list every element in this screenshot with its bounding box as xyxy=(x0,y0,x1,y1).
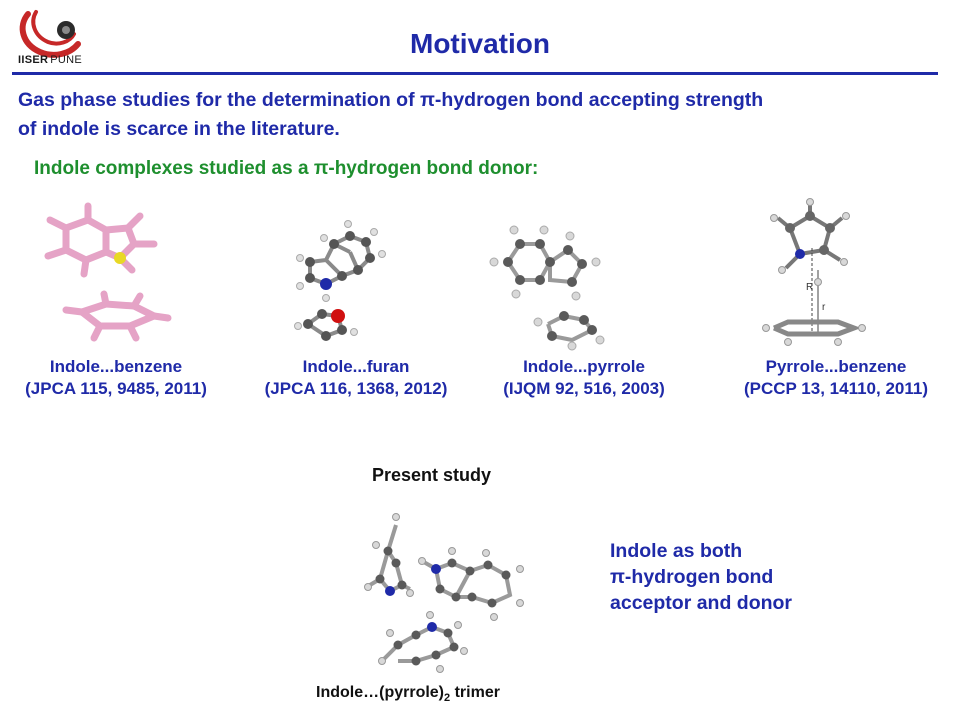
subheading: Indole complexes studied as a π-hydrogen… xyxy=(34,158,539,179)
iiser-logo xyxy=(19,10,81,58)
caption-ref: (PCCP 13, 14110, 2011) xyxy=(744,379,928,398)
caption-ref: (JPCA 116, 1368, 2012) xyxy=(264,379,448,398)
caption-ref: (JPCA 115, 9485, 2011) xyxy=(25,379,207,398)
intro-line-1: Gas phase studies for the determination … xyxy=(18,89,764,111)
caption-indole-pyrrole: Indole...pyrrole (IJQM 92, 516, 2003) xyxy=(470,356,698,400)
caption-name: Indole...pyrrole xyxy=(523,357,645,376)
description-line-1: Indole as both xyxy=(610,540,743,562)
caption-name: Indole...furan xyxy=(302,357,410,376)
label-r: r xyxy=(822,302,826,313)
slide-title: Motivation xyxy=(410,28,550,59)
caption-indole-furan: Indole...furan (JPCA 116, 1368, 2012) xyxy=(242,356,470,400)
pyrrole-benzene-molecule-image: R r xyxy=(762,198,866,346)
label-R: R xyxy=(806,282,813,293)
intro-line-2: of indole is scarce in the literature. xyxy=(18,118,340,140)
description-line-2: π-hydrogen bond xyxy=(610,566,774,588)
indole-pyrrole-trimer-image xyxy=(364,513,524,673)
caption-indole-benzene: Indole...benzene (JPCA 115, 9485, 2011) xyxy=(2,356,230,400)
title-divider xyxy=(12,72,938,75)
trimer-caption: Indole…(pyrrole)2 trimer xyxy=(316,684,500,705)
caption-name: Indole...benzene xyxy=(49,357,183,376)
intro-text: Gas phase studies for the determination … xyxy=(18,86,948,144)
caption-pyrrole-benzene: Pyrrole...benzene (PCCP 13, 14110, 2011) xyxy=(718,356,954,400)
present-study-description: Indole as both π-hydrogen bond acceptor … xyxy=(610,538,910,616)
caption-name: Pyrrole...benzene xyxy=(765,357,907,376)
description-line-3: acceptor and donor xyxy=(610,592,793,614)
indole-pyrrole-molecule-image xyxy=(489,225,605,351)
indole-furan-molecule-image xyxy=(294,220,386,341)
present-study-heading: Present study xyxy=(372,465,492,485)
caption-ref: (IJQM 92, 516, 2003) xyxy=(503,379,665,398)
indole-benzene-molecule-image xyxy=(44,202,172,342)
